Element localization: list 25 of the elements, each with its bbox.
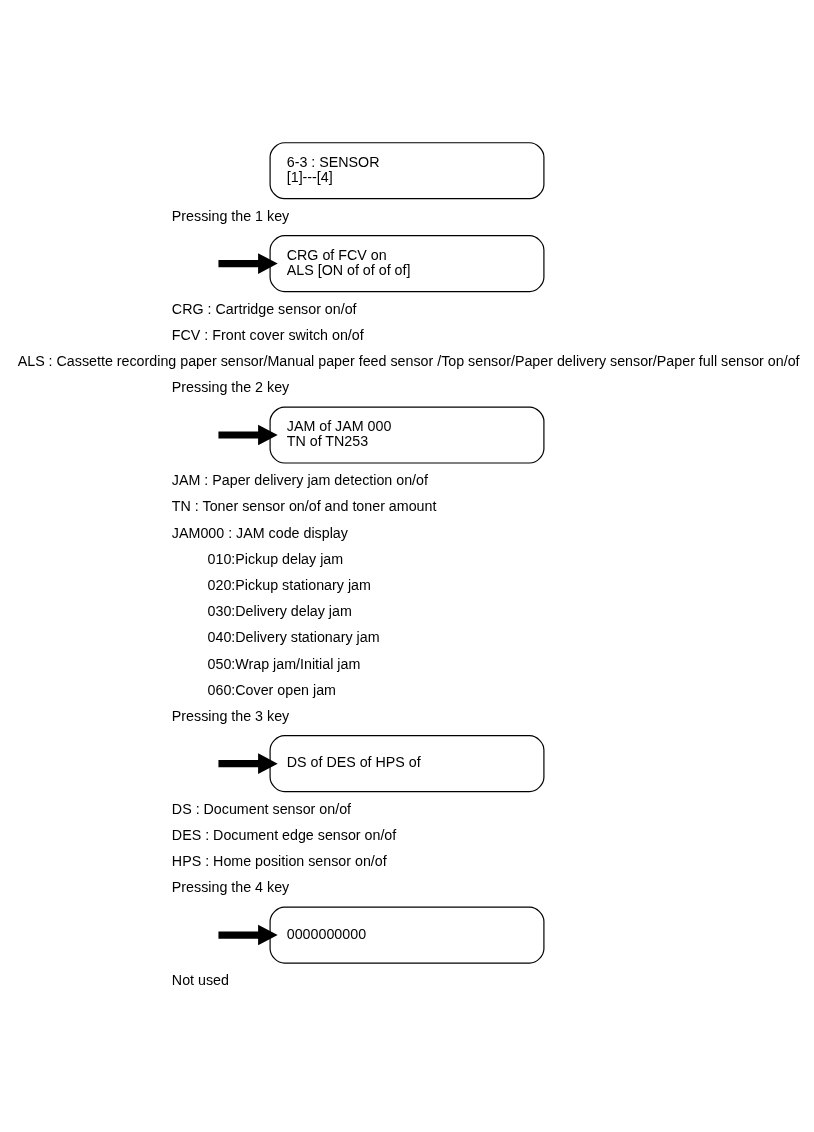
label: 010:Pickup delay jam [207,550,344,567]
label: DS : Document sensor on/of [171,800,352,817]
node-box: 0000000000 [269,906,545,964]
label: FCV : Front cover switch on/of [171,326,364,343]
label: TN : Toner sensor on/of and toner amount [171,498,437,515]
label: 030:Delivery delay jam [207,603,352,620]
node-box: CRG of FCV on ALS [ON of of of of] [269,235,545,293]
node-box: JAM of JAM 000 TN of TN253 [269,406,545,464]
label: JAM : Paper delivery jam detection on/of [171,472,428,489]
label: Not used [171,972,229,989]
label: 020:Pickup stationary jam [207,576,371,593]
node-box: DS of DES of HPS of [269,735,545,793]
label: Pressing the 3 key [171,707,290,724]
node-box: 6-3 : SENSOR [1]---[4] [269,142,545,200]
label: 040:Delivery stationary jam [207,629,380,646]
label: 060:Cover open jam [207,681,337,698]
label: CRG : Cartridge sensor on/of [171,300,357,317]
label: Pressing the 1 key [171,207,290,224]
label: JAM000 : JAM code display [171,524,348,541]
label: Pressing the 2 key [171,379,290,396]
label: 050:Wrap jam/Initial jam [207,655,361,672]
label: DES : Document edge sensor on/of [171,826,397,843]
label: ALS : Cassette recording paper sensor/Manual paper feed sensor /Top sensor/Paper delivery sensor/Paper full sensor on/of [17,353,800,370]
label: Pressing the 4 key [171,879,290,896]
label: HPS : Home position sensor on/of [171,853,387,870]
